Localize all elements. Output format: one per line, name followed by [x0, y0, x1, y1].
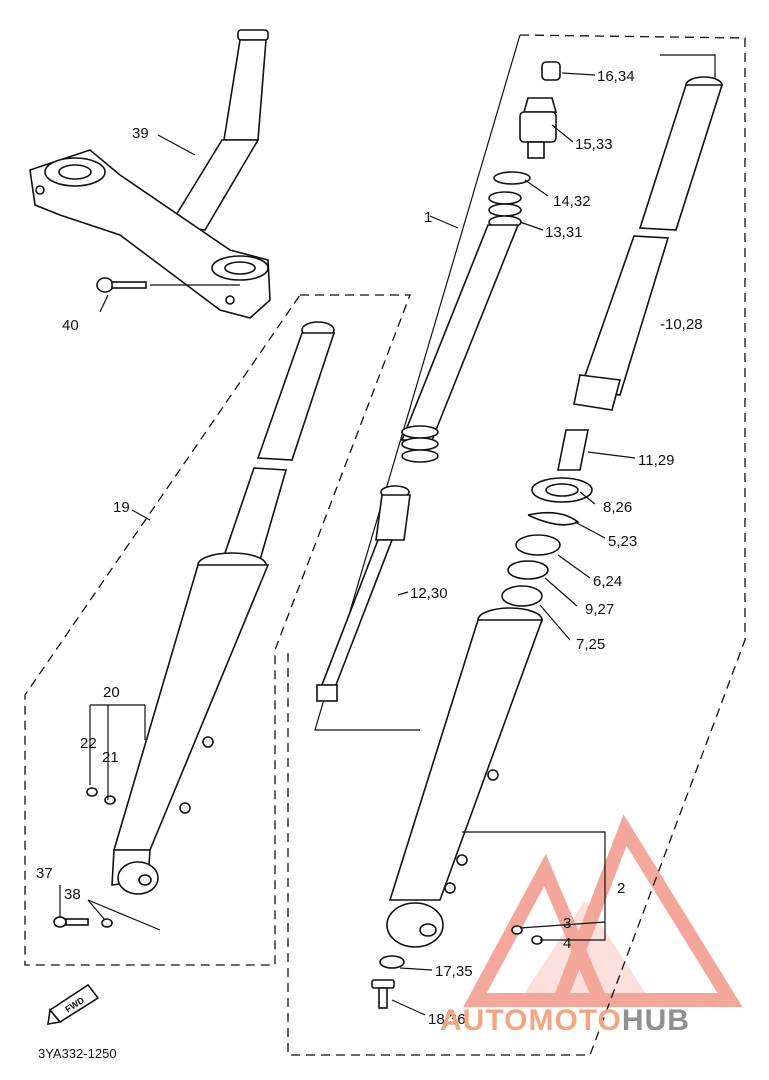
cap-bolt-parts — [488, 61, 561, 229]
callout-10-28: -10,28 — [660, 316, 703, 333]
callout-12-30: 12,30 — [410, 585, 448, 602]
callout-20: 20 — [103, 684, 120, 701]
seal-and-bush-stack — [501, 429, 593, 607]
watermark-text: AUTOMOTOHUB — [440, 1004, 690, 1037]
callout-17-35: 17,35 — [435, 963, 473, 980]
callout-22: 22 — [80, 735, 97, 752]
drawing-code: 3YA332-1250 — [38, 1046, 117, 1061]
callout-2: 2 — [617, 880, 625, 897]
damper-group-bracket — [314, 34, 521, 731]
callout-37: 37 — [36, 865, 53, 882]
damper-rod — [316, 485, 411, 702]
callout-7-25: 7,25 — [576, 636, 605, 653]
outer-tube-bracket — [660, 54, 716, 85]
callout-16-34: 16,34 — [597, 68, 635, 85]
left-small-fasteners — [53, 787, 116, 928]
callout-21: 21 — [102, 749, 119, 766]
callout-39: 39 — [132, 125, 149, 142]
watermark-text-part1: AUTOMOTO — [440, 1004, 622, 1037]
pinch-bolt — [96, 277, 147, 293]
callout-19: 19 — [113, 499, 130, 516]
fork-spring — [400, 224, 520, 463]
callout-6-24: 6,24 — [593, 573, 622, 590]
callout-3: 3 — [563, 915, 571, 932]
right-small-fasteners — [371, 925, 543, 1009]
callout-9-27: 9,27 — [585, 601, 614, 618]
left-assembly-dashed-boundary — [24, 294, 411, 966]
left-fork-assembly — [111, 321, 336, 895]
right-inner-tube — [573, 76, 724, 411]
callout-11-29: 11,29 — [638, 452, 674, 469]
callout-15-33: 15,33 — [575, 136, 613, 153]
callout-8-26: 8,26 — [603, 499, 632, 516]
right-assembly-dashed-boundary — [287, 34, 746, 1056]
callout-38: 38 — [64, 886, 81, 903]
callout-1: 1 — [424, 209, 432, 226]
right-outer-tube — [386, 607, 544, 948]
callout-40: 40 — [62, 317, 79, 334]
callout-13-31: 13,31 — [545, 224, 583, 241]
watermark-logo — [463, 814, 743, 1007]
callout-4: 4 — [563, 935, 571, 952]
watermark-text-part2: HUB — [622, 1004, 690, 1037]
callout-18-36: 18,36 — [428, 1011, 466, 1028]
callout-5-23: 5,23 — [608, 533, 637, 550]
callout-14-32: 14,32 — [553, 193, 591, 210]
steering-stem-under-bracket — [29, 29, 271, 319]
leader-lines — [59, 72, 636, 1016]
fwd-direction-arrow: FWD — [47, 983, 100, 1025]
